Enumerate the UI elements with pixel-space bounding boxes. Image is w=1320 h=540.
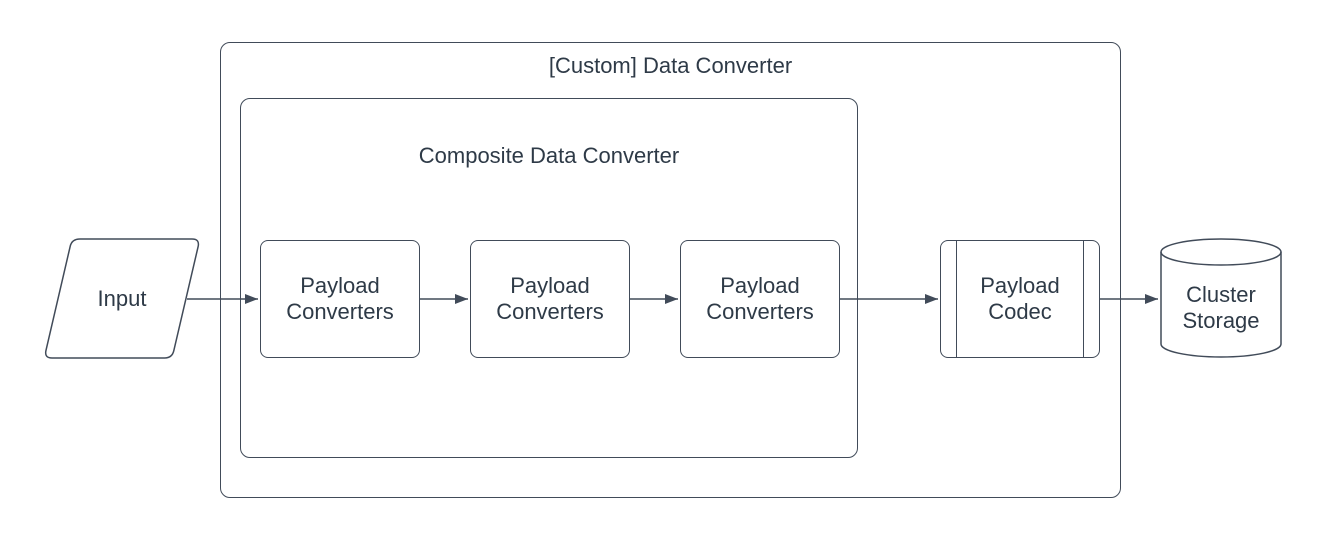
node-payload-converters-3: Payload Converters (680, 240, 840, 358)
node-payload-converters-3-label: Payload Converters (706, 273, 814, 324)
node-payload-converters-1: Payload Converters (260, 240, 420, 358)
node-payload-converters-2: Payload Converters (470, 240, 630, 358)
codec-left-bar (956, 241, 957, 357)
node-payload-codec: Payload Codec (940, 240, 1100, 358)
codec-right-bar (1083, 241, 1084, 357)
node-cluster-storage: Cluster Storage (1160, 238, 1282, 358)
group-custom-data-converter: [Custom] Data Converter (220, 42, 1121, 498)
node-payload-codec-label: Payload Codec (980, 273, 1060, 324)
cylinder-shape (1160, 238, 1282, 358)
group-custom-data-converter-title: [Custom] Data Converter (548, 53, 793, 78)
group-composite-data-converter-title: Composite Data Converter (418, 143, 680, 168)
node-input: Input (43, 238, 201, 359)
node-cluster-storage-label: Cluster Storage (1182, 282, 1260, 333)
parallelogram-shape (44, 238, 200, 359)
group-composite-data-converter: Composite Data Converter (240, 98, 858, 458)
node-input-label: Input (97, 285, 147, 311)
node-payload-converters-2-label: Payload Converters (496, 273, 604, 324)
node-payload-converters-1-label: Payload Converters (286, 273, 394, 324)
